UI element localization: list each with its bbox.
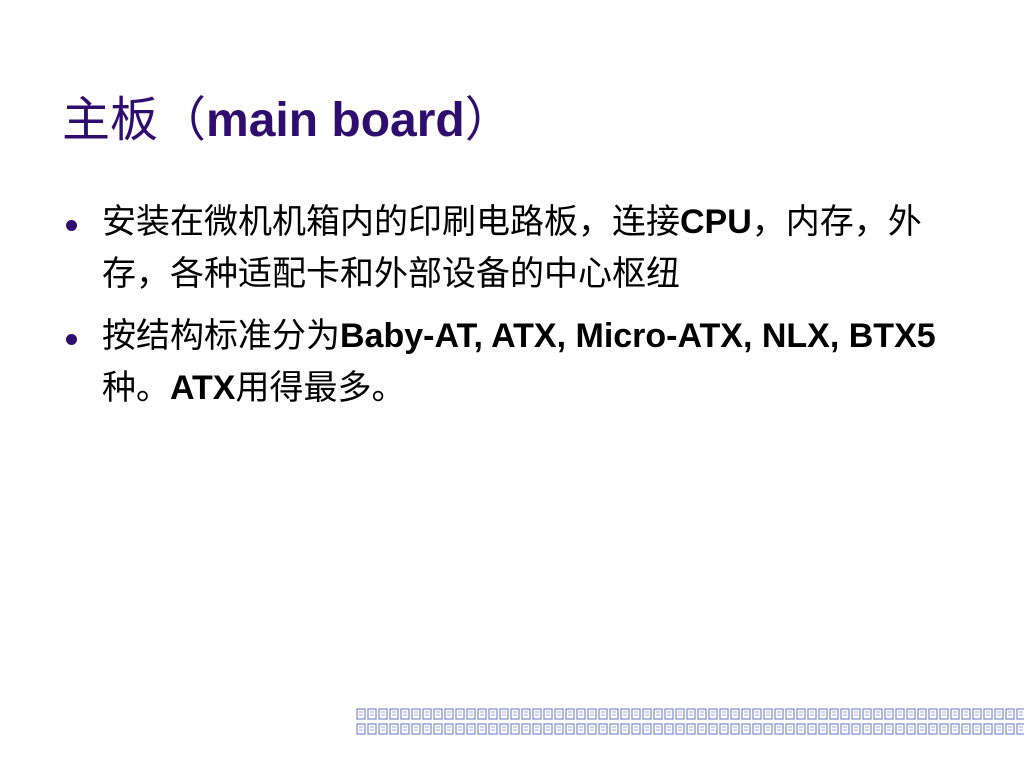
bullet-item: 安装在微机机箱内的印刷电路板，连接CPU，内存，外存，各种适配卡和外部设备的中心… <box>62 196 962 300</box>
bullet-text: 种。 <box>102 368 170 408</box>
bullet-dot-icon <box>66 334 77 345</box>
bullet-text: ，内存，外存，各种适配卡和外部设备的中心枢纽 <box>102 202 922 294</box>
bullet-dot-icon <box>66 220 77 231</box>
bullet-text: 按结构标准分为 <box>102 316 340 356</box>
circuit-pattern-decoration <box>356 707 1024 737</box>
bullet-text-latin: Baby-AT, ATX, Micro-ATX, NLX, BTX5 <box>340 317 936 355</box>
bullet-text: 安装在微机机箱内的印刷电路板，连接 <box>102 202 680 242</box>
bullet-text-latin: CPU <box>680 203 752 241</box>
title-cjk-prefix: 主板（ <box>62 92 207 148</box>
title-cjk-suffix: ） <box>464 92 513 148</box>
slide-title: 主板（main board） <box>62 88 513 153</box>
bullet-item: 按结构标准分为Baby-AT, ATX, Micro-ATX, NLX, BTX… <box>62 310 962 414</box>
bullet-text: 用得最多。 <box>235 368 406 408</box>
bullet-text-latin: ATX <box>170 369 236 407</box>
bullet-list: 安装在微机机箱内的印刷电路板，连接CPU，内存，外存，各种适配卡和外部设备的中心… <box>62 196 962 424</box>
title-latin: main board <box>206 94 465 147</box>
